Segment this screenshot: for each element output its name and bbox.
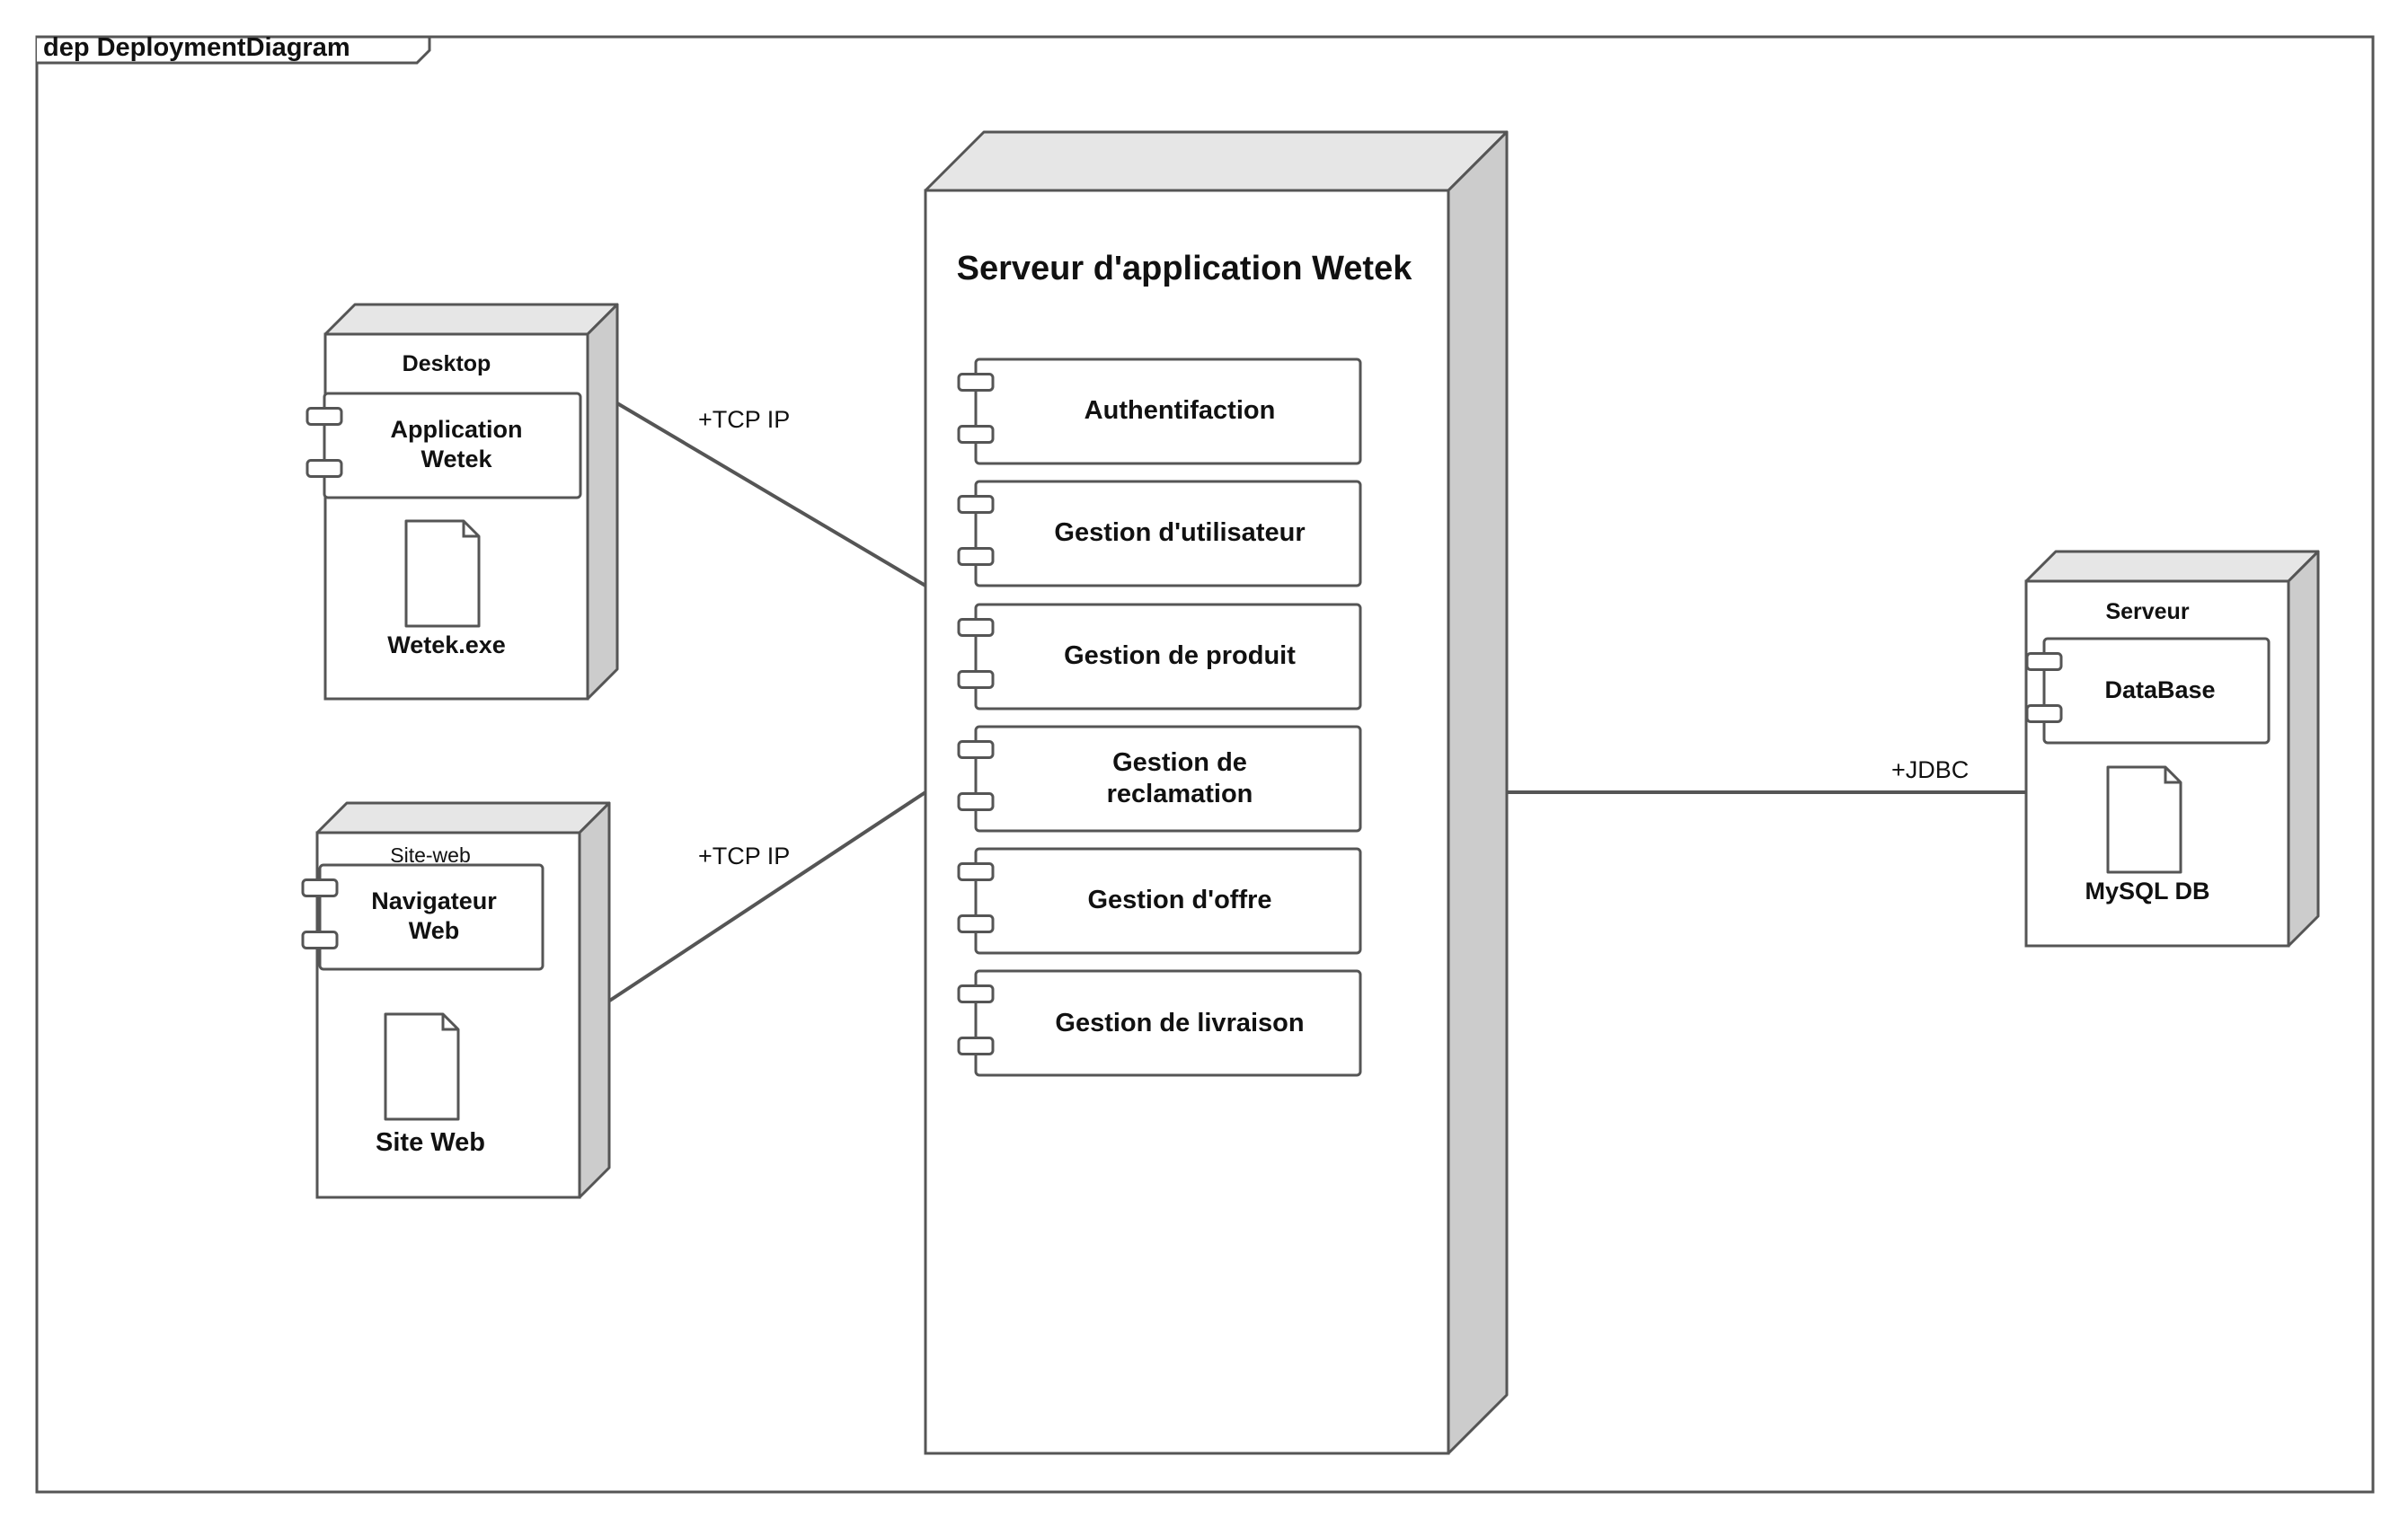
appserver-component-body xyxy=(974,725,1362,833)
port-icon xyxy=(2025,704,2063,724)
appserver-component xyxy=(957,603,1362,711)
port-icon xyxy=(957,862,995,882)
appserver-component xyxy=(957,357,1362,465)
server-artifact-icon-sheet xyxy=(2106,765,2182,874)
server-node-label: Serveur xyxy=(2105,599,2189,624)
connector-line-desktop xyxy=(615,402,927,587)
appserver-node-side xyxy=(1447,130,1509,1455)
desktop-artifact-label: Wetek.exe xyxy=(387,631,506,658)
diagram-frame xyxy=(35,35,2375,1494)
server-node xyxy=(2024,550,2320,948)
port-icon xyxy=(957,495,995,515)
port-icon xyxy=(957,792,995,812)
appserver-component-label: Gestion de xyxy=(1112,748,1247,777)
port-icon xyxy=(957,984,995,1004)
port-icon xyxy=(957,914,995,934)
desktop-artifact-icon xyxy=(404,519,481,628)
port-icon xyxy=(305,407,343,427)
desktop-artifact-icon-fold xyxy=(462,521,479,538)
server-component-body xyxy=(2042,637,2271,745)
connector-label-jdbc: +JDBC xyxy=(1891,756,1969,783)
appserver-component-label: Authentifaction xyxy=(1084,396,1276,425)
appserver-component xyxy=(957,725,1362,833)
port-icon xyxy=(957,425,995,445)
port-icon xyxy=(957,547,995,567)
siteweb-component-body xyxy=(318,863,544,971)
appserver-component xyxy=(957,969,1362,1077)
siteweb-node-top xyxy=(315,801,611,834)
server-artifact-icon xyxy=(2106,765,2182,874)
siteweb-component-label-2: Web xyxy=(409,917,460,944)
appserver-component xyxy=(957,480,1362,587)
appserver-component-body xyxy=(974,603,1362,711)
server-node-side xyxy=(2287,550,2320,948)
siteweb-artifact-label: Site Web xyxy=(376,1128,485,1157)
frame-title: dep DeploymentDiagram xyxy=(43,33,350,62)
server-artifact-label: MySQL DB xyxy=(2085,878,2209,905)
desktop-component-body xyxy=(323,392,582,499)
appserver-component xyxy=(957,847,1362,955)
server-artifact-icon-fold xyxy=(2164,767,2181,784)
siteweb-node-label: Site-web xyxy=(390,843,470,867)
desktop-node-top xyxy=(323,303,619,336)
frame-title-tab xyxy=(37,35,431,65)
appserver-component-label: Gestion de livraison xyxy=(1055,1009,1304,1037)
port-icon xyxy=(301,931,339,950)
appserver-component-label: Gestion d'utilisateur xyxy=(1054,518,1305,547)
siteweb-artifact-icon-sheet xyxy=(384,1012,460,1121)
connector-line-siteweb xyxy=(606,790,927,1003)
appserver-component-body xyxy=(974,357,1362,465)
port-icon xyxy=(957,618,995,638)
appserver-component-label: Gestion de produit xyxy=(1064,641,1296,670)
connector-label-siteweb: +TCP IP xyxy=(698,843,790,869)
appserver-node-label: Serveur d'application Wetek xyxy=(957,250,1413,287)
desktop-component xyxy=(305,392,582,499)
server-component xyxy=(2025,637,2271,745)
connector-label-desktop: +TCP IP xyxy=(698,406,790,433)
port-icon xyxy=(301,878,339,898)
appserver-component-label: Gestion d'offre xyxy=(1087,886,1271,914)
port-icon xyxy=(957,373,995,393)
appserver-component-body xyxy=(974,969,1362,1077)
port-icon xyxy=(957,1037,995,1056)
desktop-node-side xyxy=(586,303,619,701)
siteweb-component-label-1: Navigateur xyxy=(371,887,497,914)
appserver-component-body xyxy=(974,480,1362,587)
port-icon xyxy=(957,740,995,760)
port-icon xyxy=(957,670,995,690)
server-component-label: DataBase xyxy=(2104,676,2215,703)
appserver-component-label: reclamation xyxy=(1107,780,1253,808)
server-node-top xyxy=(2024,550,2320,583)
siteweb-component xyxy=(301,863,544,971)
appserver-component-body xyxy=(974,847,1362,955)
desktop-node-label: Desktop xyxy=(403,351,491,376)
siteweb-artifact-icon-fold xyxy=(441,1014,458,1031)
desktop-component-label-2: Wetek xyxy=(421,446,492,472)
desktop-component-label-1: Application xyxy=(391,416,523,443)
appserver-node-top xyxy=(924,130,1509,192)
port-icon xyxy=(2025,652,2063,672)
siteweb-node-side xyxy=(578,801,611,1199)
siteweb-artifact-icon xyxy=(384,1012,460,1121)
desktop-artifact-icon-sheet xyxy=(404,519,481,628)
port-icon xyxy=(305,459,343,479)
